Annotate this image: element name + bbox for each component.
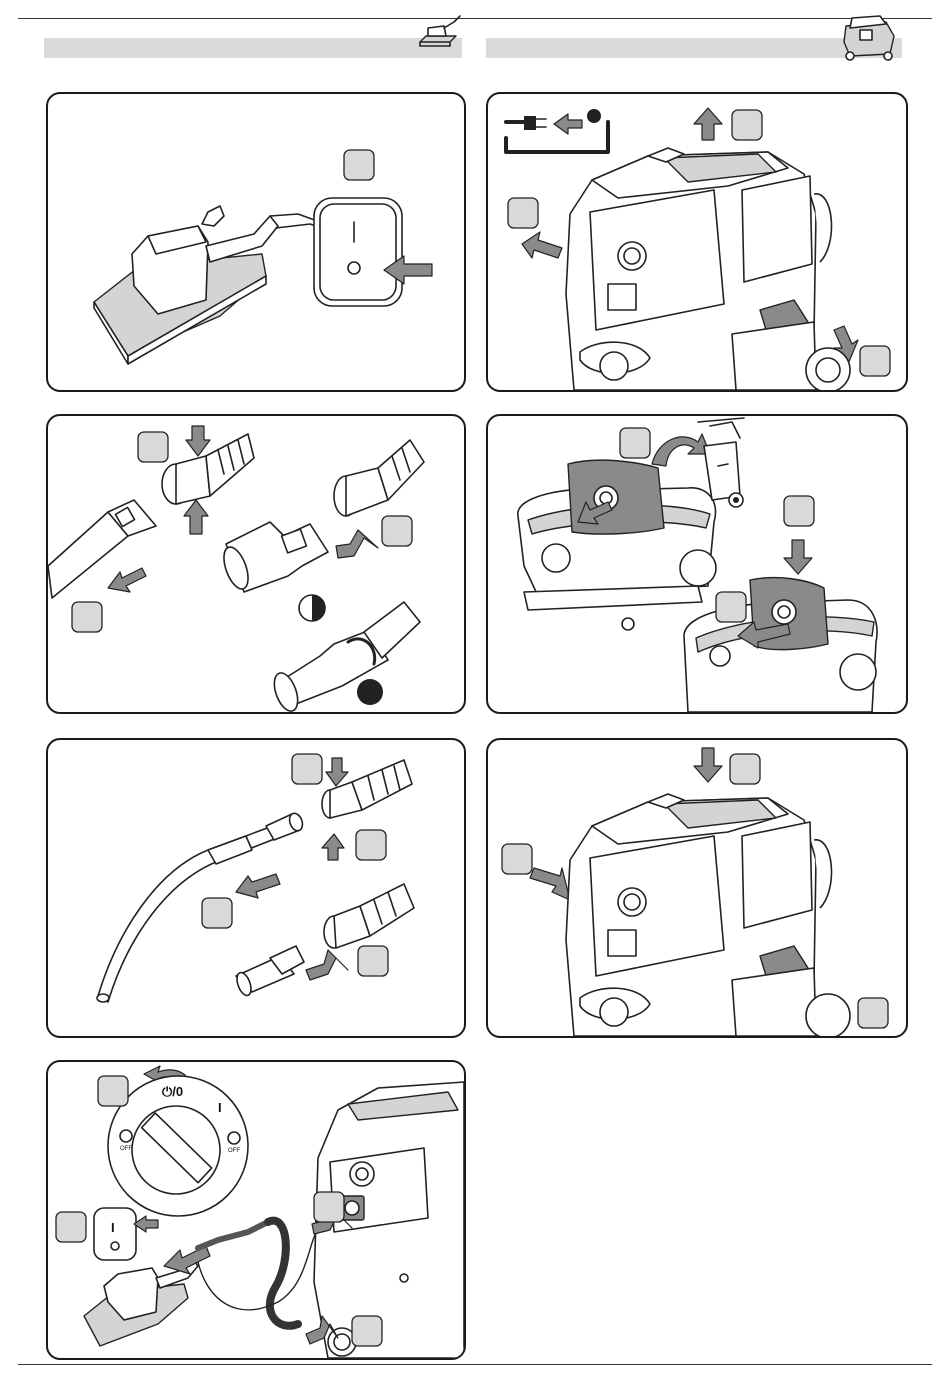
switch-illustration — [314, 198, 432, 306]
connector-adapter-illustration — [234, 946, 304, 997]
hose-right-illustration — [334, 440, 424, 516]
coupling-illustration — [162, 434, 254, 504]
step-box — [344, 150, 374, 180]
panel-connect-tool: ⏻/0 I OFF OFF I — [46, 1060, 466, 1360]
top-rule — [18, 18, 932, 19]
press-down-arrow-icon — [694, 748, 722, 782]
open-vacuum-bottom-illustration — [684, 578, 877, 712]
connect-tool-arrow-icon — [164, 1246, 210, 1274]
vacuum-header-icon — [836, 12, 902, 64]
header-bar-left — [44, 38, 462, 58]
dial-plug-zero-label: ⏻/0 — [162, 1084, 183, 1099]
hose-left-illustration — [48, 500, 156, 598]
squeeze-top-arrow-icon — [326, 758, 348, 786]
dial-illustration: ⏻/0 I OFF OFF — [108, 1076, 248, 1216]
detach-tube-arrow-icon — [236, 874, 280, 898]
step-box — [502, 844, 532, 874]
dial-off-right-label: OFF — [228, 1148, 240, 1154]
squeeze-top-arrow-icon — [186, 426, 210, 456]
step-box — [716, 592, 746, 622]
step-box — [352, 1316, 382, 1346]
step-box — [860, 346, 890, 376]
adapter-illustration — [219, 522, 328, 592]
step-box — [730, 754, 760, 784]
panel-filter-bag — [486, 414, 908, 714]
step-box — [858, 998, 888, 1028]
attach-arrow-icon — [306, 950, 348, 980]
bottom-rule — [18, 1364, 932, 1365]
push-right-arrow-icon — [336, 530, 378, 558]
lift-arrow-icon — [694, 108, 722, 140]
step-box — [98, 1076, 128, 1106]
mini-switch-on-label: I — [111, 1220, 115, 1235]
discard-arrow-icon — [652, 434, 710, 466]
switch-press-arrow-icon — [134, 1216, 158, 1232]
step-box — [784, 496, 814, 526]
pull-left-arrow-icon — [522, 232, 562, 258]
step-box — [382, 516, 412, 546]
half-circle-icon — [299, 595, 325, 621]
open-vacuum-top-illustration — [518, 460, 716, 630]
step-box — [508, 198, 538, 228]
vacuum-illustration — [566, 148, 850, 390]
step-box — [358, 946, 388, 976]
panel-sander-switch — [46, 92, 466, 392]
unplug-icon — [506, 109, 608, 152]
dial-one-label: I — [218, 1100, 222, 1115]
pull-down-arrow-icon — [108, 568, 146, 592]
hose-cable-illustration — [198, 1221, 318, 1326]
sander-illustration — [94, 206, 328, 364]
sander-header-icon — [414, 14, 466, 58]
dial-off-left-label: OFF — [120, 1146, 132, 1152]
step-box — [56, 1212, 86, 1242]
hose-end-lower-illustration — [324, 884, 414, 948]
panel-vacuum-close — [486, 738, 908, 1038]
squeeze-bottom-arrow-icon — [184, 500, 208, 534]
step-box — [72, 602, 102, 632]
insert-down-arrow-icon — [784, 540, 812, 574]
panel-vacuum-open — [486, 92, 908, 392]
step-box — [292, 754, 322, 784]
panel-extension-tube — [46, 738, 466, 1038]
step-box — [620, 428, 650, 458]
vacuum-closed-illustration — [566, 794, 850, 1036]
full-circle-icon — [357, 679, 383, 705]
step-box — [732, 110, 762, 140]
step-box — [138, 432, 168, 462]
panel-hose-coupling — [46, 414, 466, 714]
step-box — [202, 898, 232, 928]
step-box — [356, 830, 386, 860]
squeeze-bottom-arrow-icon — [322, 834, 344, 860]
step-box — [314, 1192, 344, 1222]
mini-switch-illustration: I — [94, 1208, 136, 1260]
rotate-coupling-illustration — [270, 602, 420, 712]
push-in-arrow-icon — [530, 868, 570, 900]
